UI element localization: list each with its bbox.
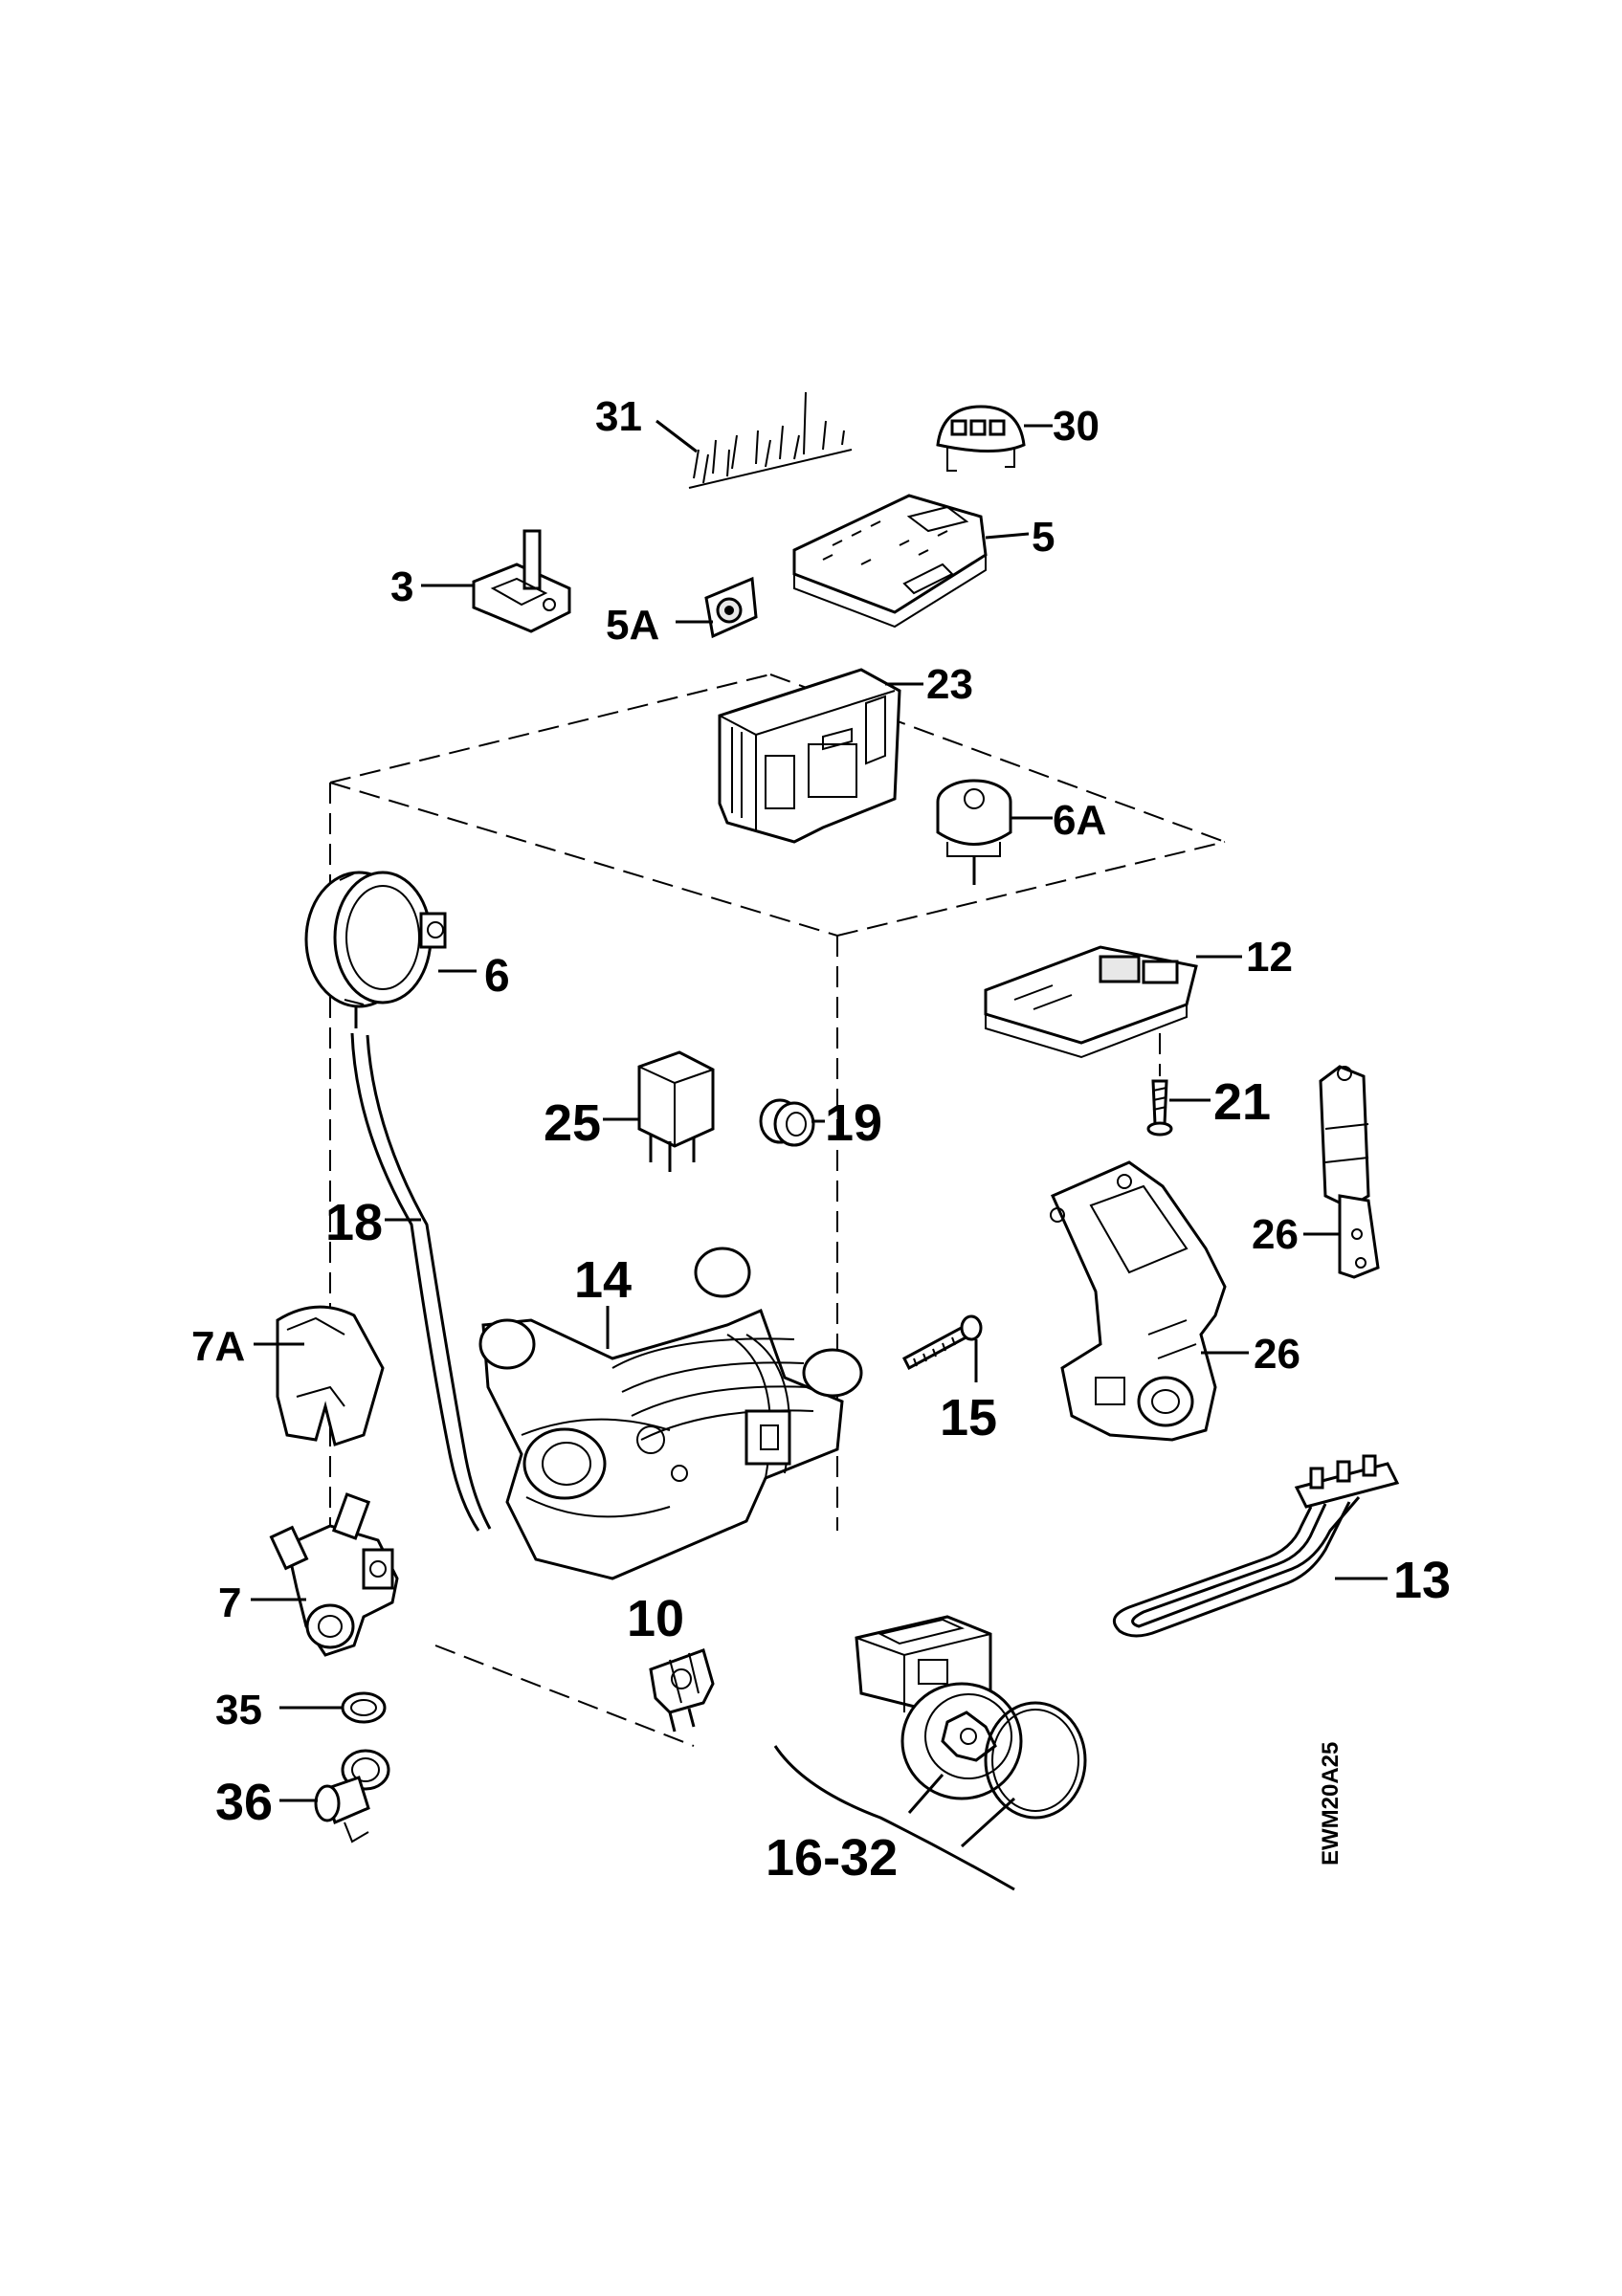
part-13-heating-element: 13 <box>1112 1454 1451 1638</box>
label-35: 35 <box>215 1687 262 1733</box>
part-19-grommet: 19 <box>759 1094 882 1152</box>
part-18-hose: 18 <box>325 1032 492 1532</box>
part-7a-cover: 7A <box>191 1305 385 1446</box>
label-7: 7 <box>218 1579 241 1626</box>
label-3: 3 <box>390 563 413 610</box>
part-26-motor-bracket: 26 <box>1050 1160 1300 1442</box>
label-16-32: 16-32 <box>766 1829 898 1887</box>
label-15: 15 <box>940 1389 997 1446</box>
leader-5 <box>985 532 1030 540</box>
label-31: 31 <box>595 393 642 440</box>
drawing-code: EWM20A25 <box>1318 1742 1344 1866</box>
part-25-relay: 25 <box>544 1050 715 1172</box>
part-5a-sensor: 5A <box>606 576 758 649</box>
part-36-connector: 36 <box>215 1749 390 1843</box>
label-26b: 26 <box>1254 1331 1300 1378</box>
part-3-switch: 3 <box>390 529 571 633</box>
label-10: 10 <box>627 1590 684 1647</box>
part-10-sensor: 10 <box>627 1590 715 1733</box>
label-25: 25 <box>544 1094 601 1152</box>
part-7-inlet-valve: 7 <box>218 1492 399 1657</box>
label-21: 21 <box>1213 1073 1271 1131</box>
part-16-32-drain-pump: 16-32 <box>766 1615 1087 1891</box>
label-19: 19 <box>825 1094 882 1152</box>
label-18: 18 <box>325 1194 383 1251</box>
part-26-small-bracket: 26 <box>1252 1065 1380 1279</box>
leader-31 <box>655 419 698 453</box>
part-14-motor: 14 <box>478 1247 863 1580</box>
label-13: 13 <box>1393 1552 1451 1609</box>
leader-16-32b <box>960 1797 1016 1848</box>
part-21-screw: 21 <box>1146 1033 1271 1137</box>
leader-16-32a <box>907 1774 944 1814</box>
part-6a-pressure-switch: 6A <box>936 779 1106 885</box>
label-5: 5 <box>1032 514 1055 561</box>
label-36: 36 <box>215 1774 273 1831</box>
part-23-module: 23 <box>718 661 973 844</box>
label-7a: 7A <box>191 1323 245 1370</box>
label-23: 23 <box>926 661 973 708</box>
part-30-suppressor: 30 <box>936 403 1100 472</box>
label-5a: 5A <box>606 602 659 649</box>
part-12-door-interlock: 12 <box>984 934 1293 1059</box>
label-30: 30 <box>1053 403 1100 450</box>
part-5-control-board: 5 <box>792 494 1055 629</box>
label-12: 12 <box>1246 934 1293 981</box>
part-35-seal: 35 <box>215 1687 387 1733</box>
part-31-wiring-harness: 31 <box>595 391 853 489</box>
part-6-pressure-switch: 6 <box>304 871 510 1028</box>
label-26a: 26 <box>1252 1211 1299 1258</box>
label-6a: 6A <box>1053 797 1106 844</box>
label-14: 14 <box>574 1251 632 1309</box>
part-15-bolt: 15 <box>902 1314 997 1446</box>
label-6: 6 <box>484 951 510 1002</box>
